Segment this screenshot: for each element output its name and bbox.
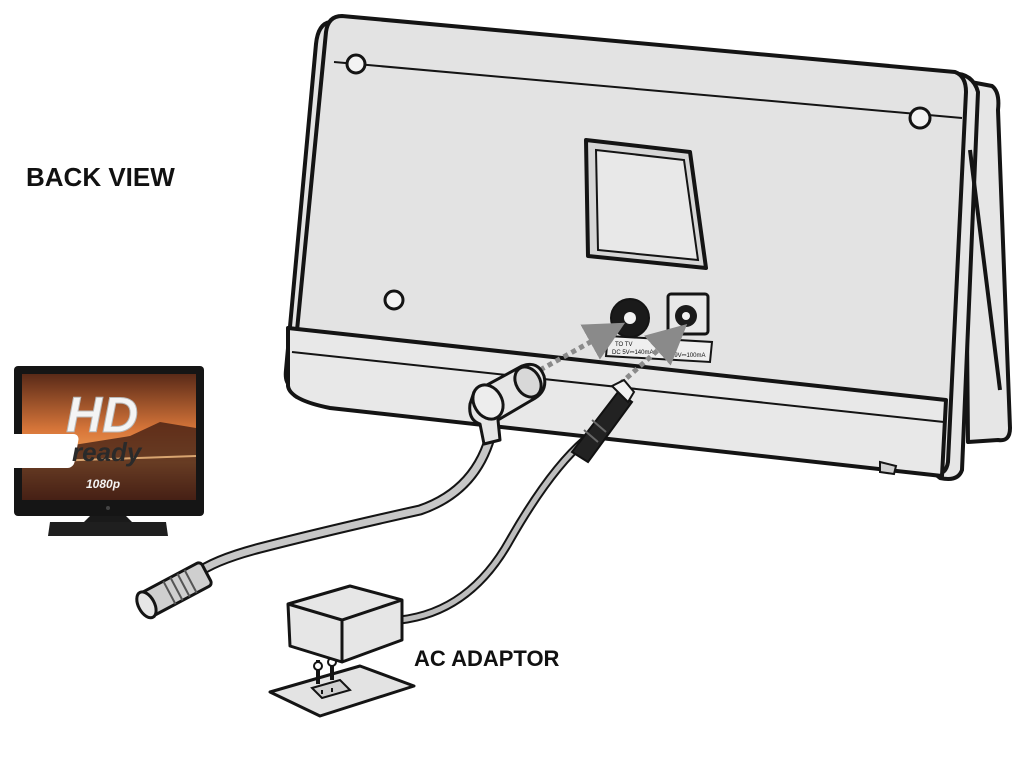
- to-tv-label: TO TV: [615, 342, 632, 348]
- to-tv-port-center: [624, 312, 636, 324]
- power-arrow: [618, 324, 688, 386]
- panel-top-edge-line: [333, 61, 963, 119]
- mount-hole-top-left: [345, 53, 367, 75]
- mount-hole-bottom-left: [383, 289, 405, 311]
- tv-stand-neck: [84, 516, 132, 522]
- stand-leg: [968, 149, 1002, 391]
- square-window-inner: [594, 148, 700, 262]
- mount-hole-top-right: [908, 106, 932, 130]
- resolution-text: 1080p: [86, 477, 120, 491]
- hd-logo-text: HD: [66, 387, 138, 443]
- power-cable: [395, 378, 636, 625]
- panel-foot: [879, 460, 898, 476]
- power-rating-label: DC 9V⎓100mA: [664, 353, 705, 359]
- to-tv-rating-label: DC 5V⎓140mA: [612, 350, 653, 356]
- back-view-label: BACK VIEW: [26, 162, 175, 192]
- hd-television: HD ready 1080p: [0, 366, 204, 536]
- coax-cable: [135, 362, 547, 620]
- ac-adaptor: [268, 584, 416, 718]
- adaptor-body: [286, 584, 404, 664]
- coax-f-connector: [135, 561, 213, 620]
- ready-logo-text: ready: [72, 437, 143, 467]
- tv-ready-banner: [0, 434, 79, 468]
- power-jack-pin: [682, 312, 690, 320]
- tv-power-led: [106, 506, 110, 510]
- dc-plug: [570, 390, 634, 464]
- connection-arrows: [538, 322, 688, 386]
- tv-stand-base: [48, 522, 168, 536]
- ac-adaptor-label: AC ADAPTOR: [414, 646, 560, 671]
- tv-screen-landscape: [22, 422, 196, 500]
- coax-arrow: [538, 322, 626, 373]
- dc-plug-tip: [610, 378, 636, 404]
